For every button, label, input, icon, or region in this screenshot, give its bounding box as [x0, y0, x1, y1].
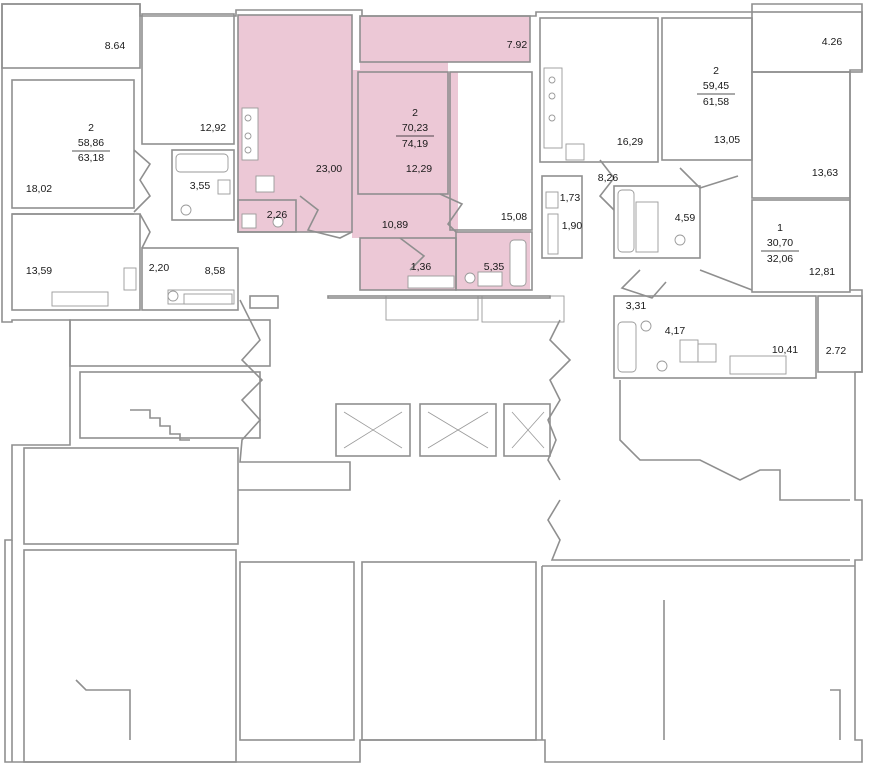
- room-area-label: 13,63: [812, 167, 838, 179]
- apartment-left[interactable]: [1, 3, 239, 311]
- building-core: [69, 295, 850, 561]
- room-area-label: 1,73: [560, 192, 581, 204]
- apartment-right-lower[interactable]: [613, 199, 863, 379]
- room-area-label: 13,05: [714, 134, 740, 146]
- room-area-label: 5,35: [484, 261, 505, 273]
- apartment-living-area: 30,70: [767, 237, 793, 249]
- room-area-label: 2,26: [267, 209, 288, 221]
- apartment-rooms: 2: [713, 65, 719, 77]
- apartment-label-right-lower: 1 30,70 32,06: [761, 222, 799, 265]
- apartment-living-area: 58,86: [78, 137, 104, 149]
- apartment-rooms: 2: [88, 122, 94, 134]
- apartment-label-center: 2 70,23 74,19: [396, 107, 434, 150]
- lower-units: [23, 447, 855, 763]
- room-area-label: 7.92: [507, 39, 528, 51]
- apartment-living-area: 70,23: [402, 122, 428, 134]
- room-labels: 8.64 12,92 18,02 3,55 13,59 2,20 8,58 23…: [26, 36, 847, 357]
- room-area-label: 10,89: [382, 219, 408, 231]
- apartment-total-area: 61,58: [703, 96, 729, 108]
- room-area-label: 1,36: [411, 261, 432, 273]
- apartment-rooms: 2: [412, 107, 418, 119]
- room-area-label: 12,92: [200, 122, 226, 134]
- room-area-label: 15,08: [501, 211, 527, 223]
- room-area-label: 2.72: [826, 345, 847, 357]
- room-area-label: 4.26: [822, 36, 843, 48]
- apartment-living-area: 59,45: [703, 80, 729, 92]
- apartment-label-right-upper: 2 59,45 61,58: [697, 65, 735, 108]
- room-area-label: 8.64: [105, 40, 126, 52]
- room-area-label: 4,59: [675, 212, 696, 224]
- building-walls: [1, 3, 863, 763]
- apartment-total-area: 63,18: [78, 152, 104, 164]
- apartment-center[interactable]: [237, 14, 565, 323]
- room-area-label: 18,02: [26, 183, 52, 195]
- room-area-label: 2,20: [149, 262, 170, 274]
- room-area-label: 8,58: [205, 265, 226, 277]
- room-area-label: 12,29: [406, 163, 432, 175]
- room-area-label: 8,26: [598, 172, 619, 184]
- room-area-label: 13,59: [26, 265, 52, 277]
- room-area-label: 12,81: [809, 266, 835, 278]
- apartment-rooms: 1: [777, 222, 783, 234]
- room-area-label: 3,55: [190, 180, 211, 192]
- room-area-label: 1,90: [562, 220, 583, 232]
- room-area-label: 3,31: [626, 300, 647, 312]
- room-area-label: 23,00: [316, 163, 342, 175]
- apartment-right-upper[interactable]: [539, 11, 863, 259]
- highlighted-apartment[interactable]: [238, 15, 530, 290]
- room-area-label: 4,17: [665, 325, 686, 337]
- apartment-total-area: 32,06: [767, 253, 793, 265]
- room-area-label: 16,29: [617, 136, 643, 148]
- room-area-label: 10,41: [772, 344, 798, 356]
- apartment-total-area: 74,19: [402, 138, 428, 150]
- apartment-label-left: 2 58,86 63,18: [72, 122, 110, 164]
